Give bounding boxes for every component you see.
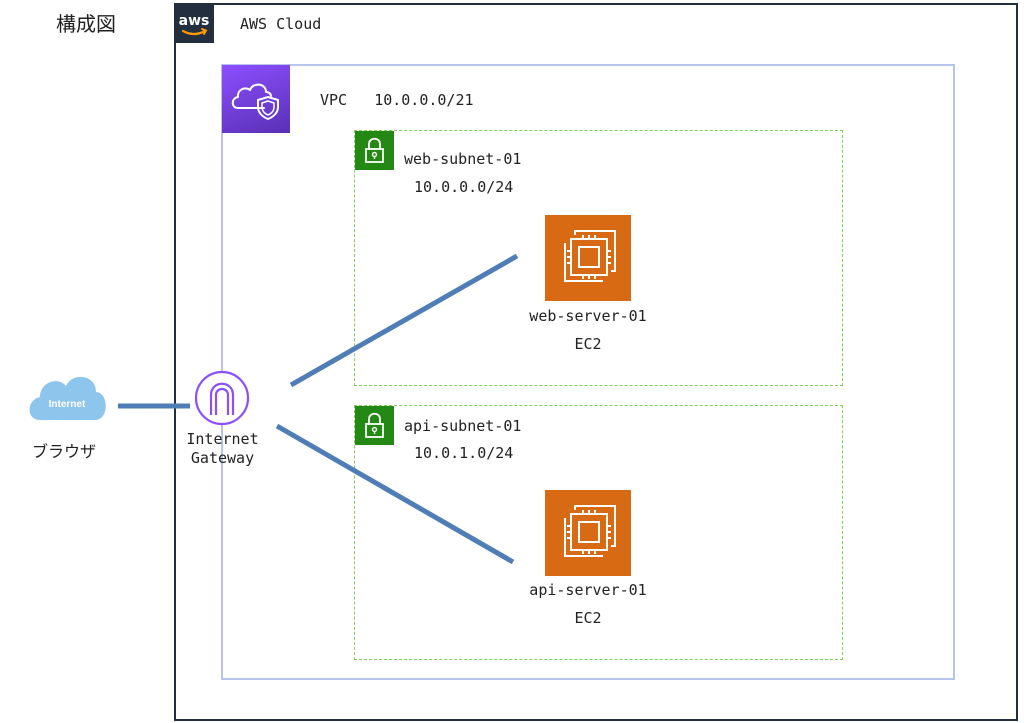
lock-icon <box>355 131 394 170</box>
web-server-type: EC2 <box>574 335 602 353</box>
internet-gateway-icon <box>194 370 250 426</box>
aws-cloud-group <box>174 3 1018 721</box>
internet-gateway-label: Internet Gateway <box>170 430 275 468</box>
api-server-type: EC2 <box>574 609 602 627</box>
vpc-cloud-shield-icon <box>222 65 290 133</box>
igw-label-line1: Internet <box>186 430 259 448</box>
api-subnet-cidr: 10.0.1.0/24 <box>414 444 514 462</box>
api-subnet-group <box>354 405 843 660</box>
igw-label-line2: Gateway <box>190 449 255 467</box>
ec2-chip-icon <box>545 490 631 576</box>
internet-cloud-icon: Internet <box>29 376 106 420</box>
lock-icon <box>355 406 394 445</box>
web-subnet-group <box>354 130 843 386</box>
ec2-chip-icon <box>545 215 631 301</box>
internet-cloud-text: Internet <box>49 399 86 410</box>
web-server-name: web-server-01 <box>529 307 647 325</box>
aws-cloud-label: AWS Cloud <box>240 15 322 33</box>
vpc-name: VPC <box>320 91 348 109</box>
api-subnet-name: api-subnet-01 <box>404 417 522 435</box>
api-server-name: api-server-01 <box>529 581 647 599</box>
browser-label: ブラウザ <box>32 442 97 461</box>
aws-logo-text: aws <box>179 13 210 29</box>
gateway-to-web-server-connector <box>289 253 519 388</box>
diagram-title: 構成図 <box>56 12 116 36</box>
vpc-cidr: 10.0.0.0/21 <box>374 91 474 109</box>
web-subnet-name: web-subnet-01 <box>404 150 522 168</box>
web-subnet-cidr: 10.0.0.0/24 <box>414 178 514 196</box>
vpc-label: VPC 10.0.0.0/21 <box>320 91 474 109</box>
gateway-to-api-server-connector <box>275 423 515 565</box>
aws-logo-icon: aws <box>174 3 214 43</box>
